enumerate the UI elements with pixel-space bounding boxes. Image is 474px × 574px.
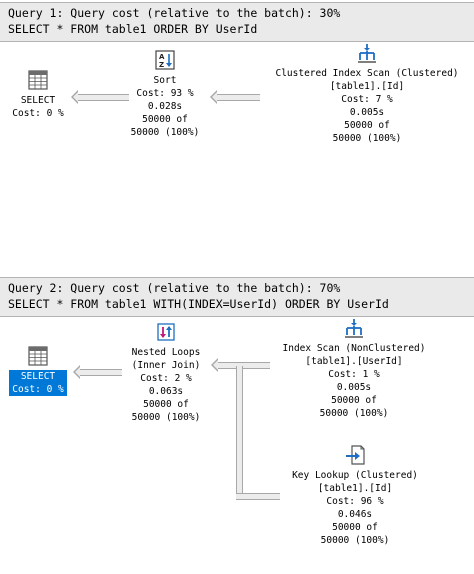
- iscan-object: [table1].[UserId]: [305, 356, 403, 367]
- loops-time: 0.063s: [148, 386, 184, 397]
- query2-nested-loops-node[interactable]: Nested Loops (Inner Join) Cost: 2 % 0.06…: [120, 321, 212, 424]
- index-scan-icon: [345, 319, 363, 338]
- select-label: SELECT: [20, 95, 56, 106]
- query1-sql-text: SELECT * FROM table1 ORDER BY UserId: [8, 22, 258, 36]
- query2-key-lookup-node[interactable]: Key Lookup (Clustered) [table1].[Id] Cos…: [280, 444, 430, 547]
- iscan-rows-pct: 50000 (100%): [319, 408, 389, 419]
- loops-rows: 50000 of: [143, 399, 189, 410]
- scan-label: Clustered Index Scan (Clustered): [275, 68, 459, 79]
- iscan-rows: 50000 of: [331, 395, 377, 406]
- query1-arrow-scan-to-sort: [210, 90, 260, 104]
- query1-cost-line: Query 1: Query cost (relative to the bat…: [8, 6, 341, 20]
- svg-text:A: A: [159, 53, 165, 61]
- scan-rows: 50000 of: [344, 120, 390, 131]
- scan-time: 0.005s: [349, 107, 385, 118]
- svg-text:Z: Z: [159, 61, 164, 69]
- scan-rows-pct: 50000 (100%): [332, 133, 402, 144]
- clustered-index-scan-icon: [358, 44, 376, 63]
- sort-cost: Cost: 93 %: [136, 88, 194, 99]
- scan-object: [table1].[Id]: [329, 81, 405, 92]
- iscan-time: 0.005s: [336, 382, 372, 393]
- nested-loops-icon: [157, 323, 175, 341]
- query1-select-node[interactable]: SELECT Cost: 0 %: [8, 69, 68, 120]
- lookup-time: 0.046s: [337, 509, 373, 520]
- query1-plan: SELECT Cost: 0 % A Z Sort Cost: 93 % 0.0…: [0, 42, 474, 267]
- query1-clustered-scan-node[interactable]: Clustered Index Scan (Clustered) [table1…: [262, 42, 472, 145]
- lookup-rows: 50000 of: [332, 522, 378, 533]
- lookup-object: [table1].[Id]: [317, 483, 393, 494]
- query2-arrow-loops-to-select: [73, 365, 122, 379]
- query2-plan: SELECT Cost: 0 % Nested Loops (Inner Joi…: [0, 317, 474, 574]
- query2-arrow-iscan-to-loops: [211, 358, 270, 372]
- result-grid-icon: [28, 70, 48, 90]
- sort-time: 0.028s: [147, 101, 183, 112]
- sort-label: Sort: [153, 75, 177, 86]
- query1-sort-node[interactable]: A Z Sort Cost: 93 % 0.028s 50000 of 5000…: [120, 49, 210, 139]
- query2-cost-line: Query 2: Query cost (relative to the bat…: [8, 281, 341, 295]
- iscan-cost: Cost: 1 %: [328, 369, 380, 380]
- loops-cost: Cost: 2 %: [140, 373, 192, 384]
- query2-select-node[interactable]: SELECT Cost: 0 %: [4, 345, 72, 396]
- select-cost: Cost: 0 %: [12, 384, 64, 395]
- query2-connector-lookup-horizontal: [236, 493, 280, 500]
- query1-header: Query 1: Query cost (relative to the bat…: [0, 2, 474, 42]
- query2-sql-text: SELECT * FROM table1 WITH(INDEX=UserId) …: [8, 297, 389, 311]
- scan-cost: Cost: 7 %: [341, 94, 393, 105]
- query2-connector-lookup-vertical: [236, 366, 243, 498]
- result-grid-icon: [28, 346, 48, 366]
- query1-arrow-sort-to-select: [71, 90, 129, 104]
- loops-join-type: (Inner Join): [131, 360, 201, 371]
- iscan-label: Index Scan (NonClustered): [282, 343, 426, 354]
- lookup-label: Key Lookup (Clustered): [292, 470, 418, 481]
- sort-rows-pct: 50000 (100%): [130, 127, 200, 138]
- key-lookup-icon: [346, 445, 365, 465]
- sort-icon: A Z: [155, 50, 175, 70]
- select-label: SELECT: [20, 371, 56, 382]
- query2-index-scan-node[interactable]: Index Scan (NonClustered) [table1].[User…: [268, 317, 440, 420]
- loops-label: Nested Loops: [131, 347, 201, 358]
- select-cost: Cost: 0 %: [12, 108, 64, 119]
- loops-rows-pct: 50000 (100%): [131, 412, 201, 423]
- query2-header: Query 2: Query cost (relative to the bat…: [0, 277, 474, 317]
- selected-node-highlight: SELECT Cost: 0 %: [9, 370, 67, 396]
- lookup-rows-pct: 50000 (100%): [320, 535, 390, 546]
- lookup-cost: Cost: 96 %: [326, 496, 384, 507]
- sort-rows: 50000 of: [142, 114, 188, 125]
